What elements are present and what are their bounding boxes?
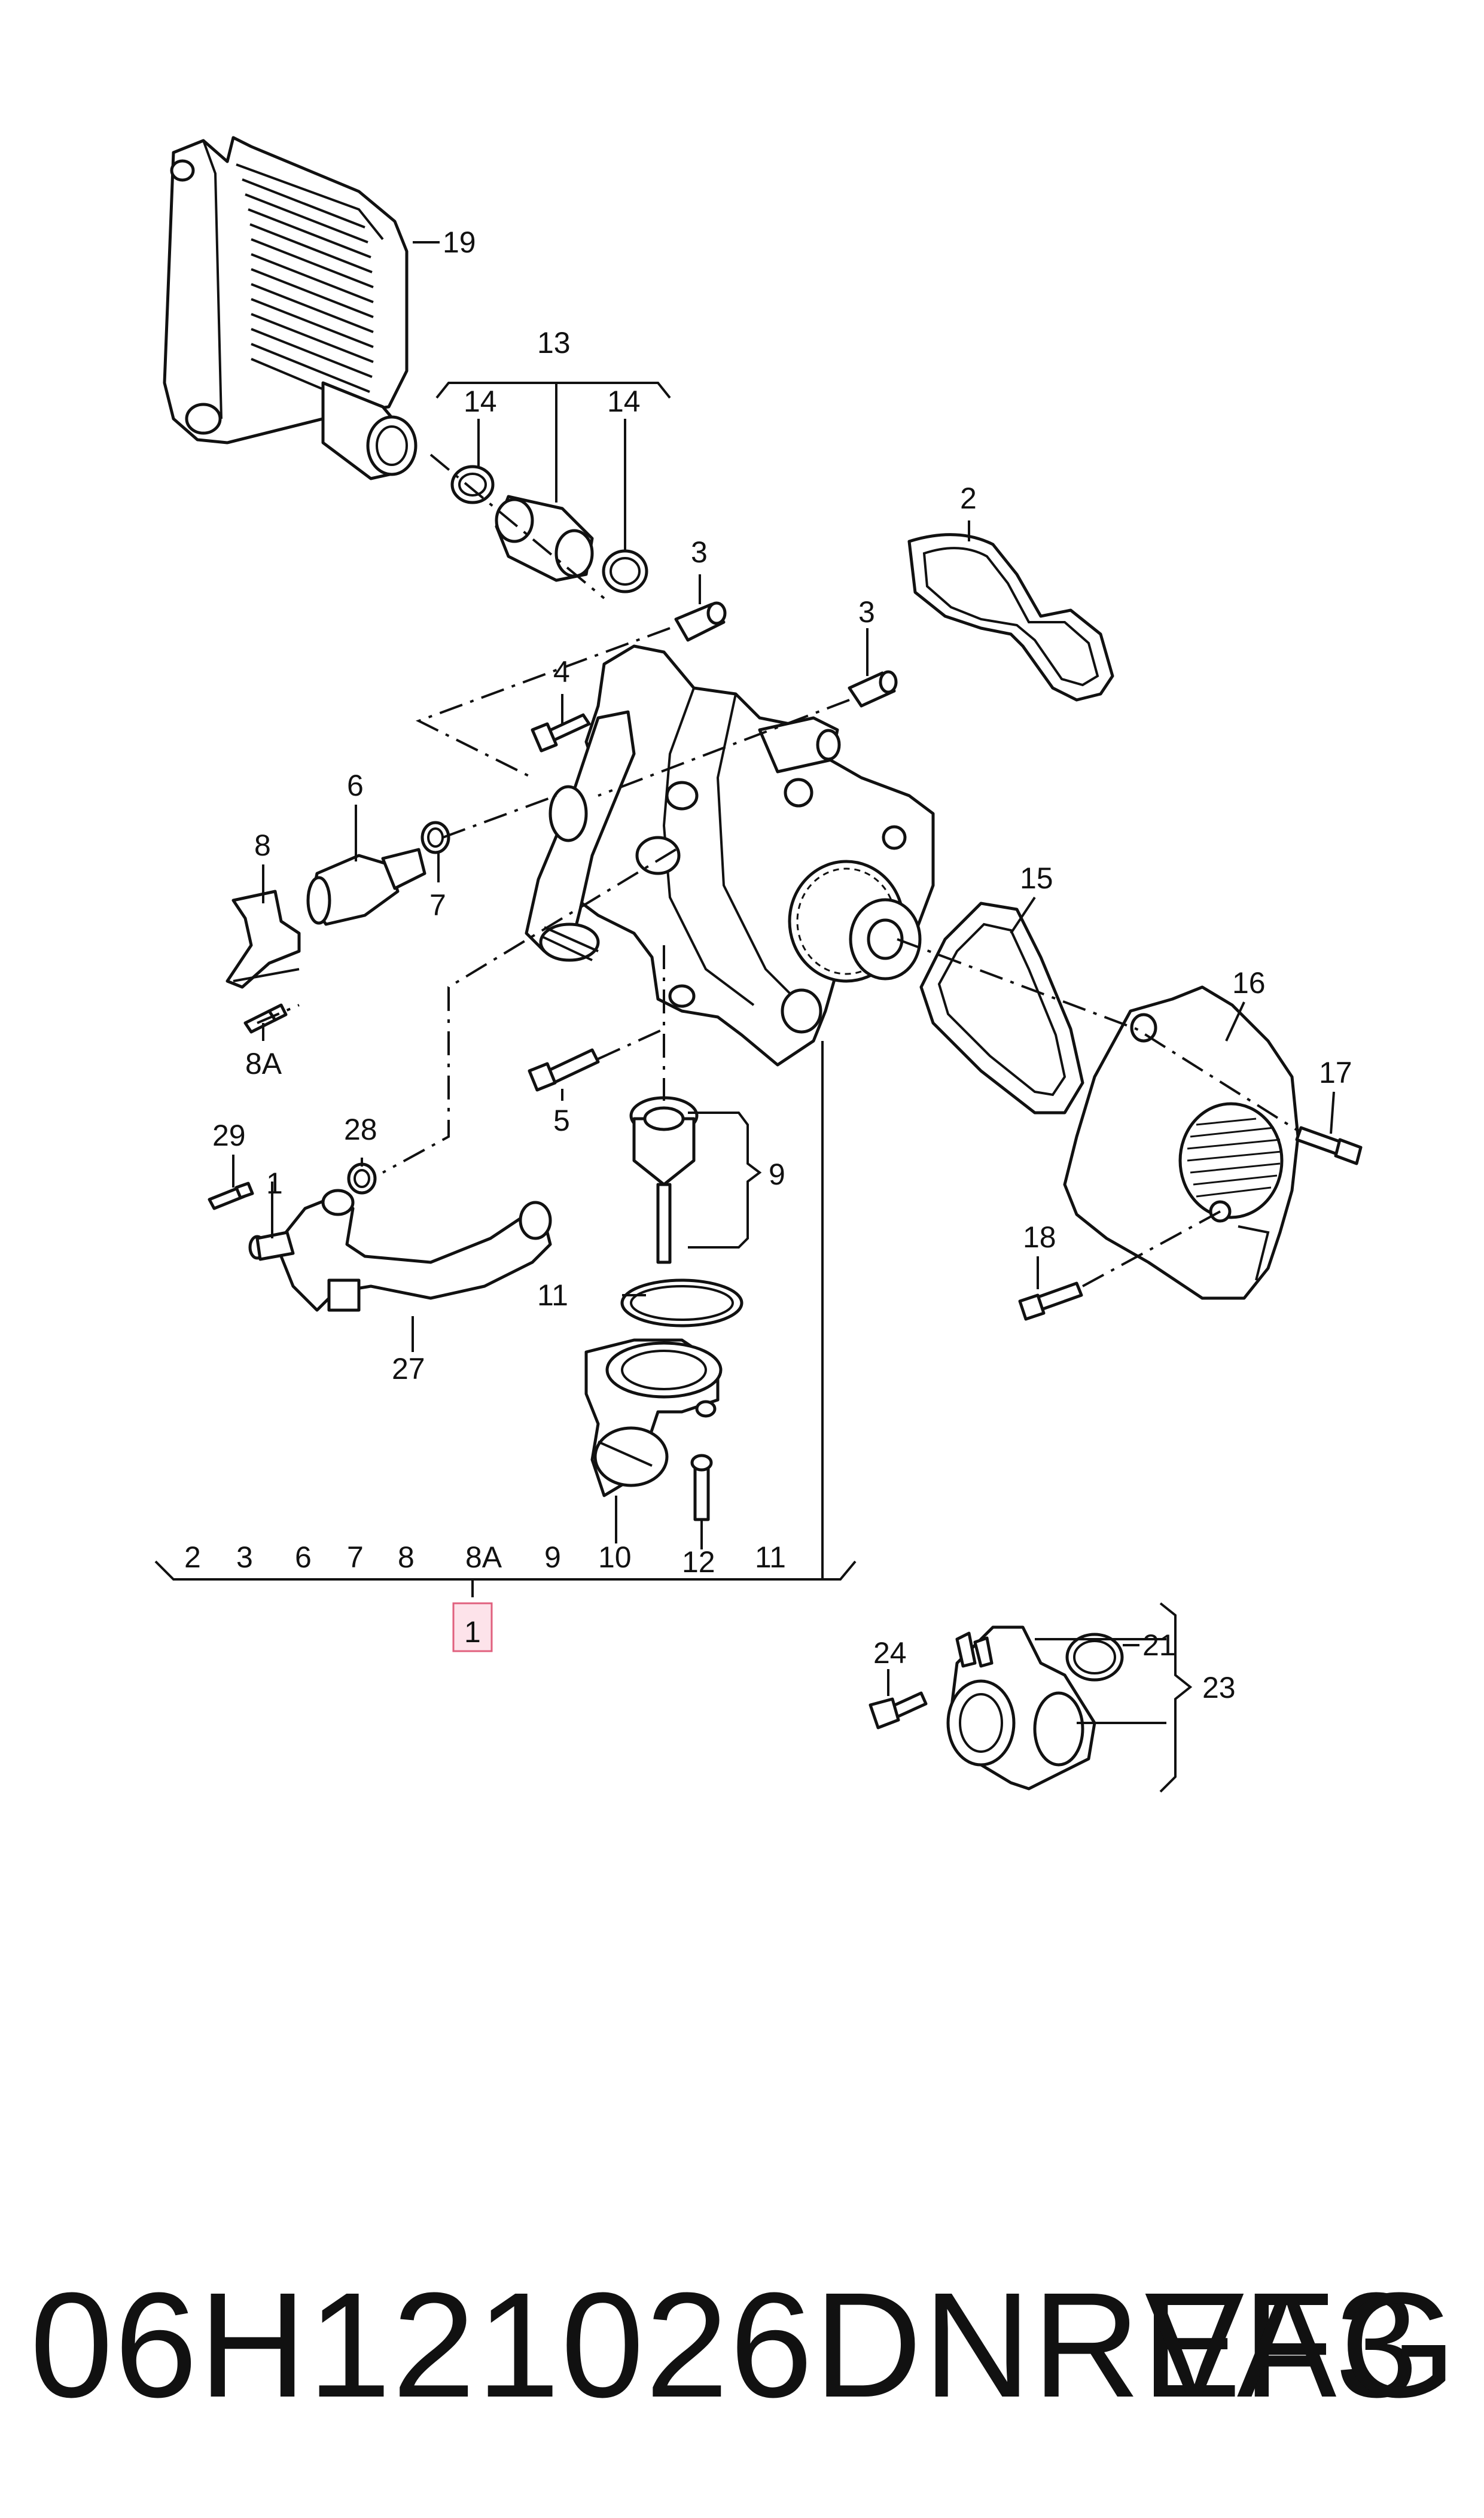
coolant-pipe [248, 1189, 552, 1312]
part-number: 06H121026DNREF3 [30, 2261, 1419, 2428]
bolt-18 [1018, 1281, 1083, 1321]
callout-2: 2 [960, 482, 977, 515]
callout-24: 24 [873, 1636, 907, 1670]
callout-15: 15 [1020, 861, 1053, 895]
callout-29: 29 [212, 1119, 246, 1152]
assembly-item: 8A [465, 1540, 502, 1574]
gasket [907, 533, 1114, 702]
water-pump-housing [525, 644, 935, 1067]
bolt-24 [869, 1691, 928, 1730]
thermostat-cover [584, 1338, 723, 1497]
brand-name: VAG [1144, 2261, 1460, 2428]
footer: 06H121026DNREF3 VAG [0, 2255, 1484, 2435]
assembly-label: 1 [464, 1615, 481, 1649]
assembly-item: 10 [598, 1540, 632, 1574]
o-ring [620, 1278, 743, 1327]
callout-27: 27 [392, 1352, 425, 1386]
callout-14-left: 14 [464, 385, 497, 418]
bolt-4 [531, 713, 591, 753]
assembly-item: 3 [236, 1540, 253, 1574]
coolant-flange [946, 1625, 1096, 1791]
callout-13: 13 [537, 326, 571, 360]
bolt-29 [208, 1182, 254, 1210]
callout-6: 6 [347, 769, 364, 802]
callout-16: 16 [1232, 966, 1266, 1000]
exploded-parts-diagram: 19 13 14 14 2 3 3 4 6 7 8 8A 5 9 11 15 1… [154, 136, 1363, 1793]
callout-21: 21 [1142, 1628, 1176, 1662]
oil-cooler [163, 136, 418, 480]
connector-pipe [450, 465, 648, 593]
callout-7: 7 [429, 888, 446, 922]
thermostat [629, 1096, 699, 1264]
coolant-temperature-sender [306, 821, 450, 926]
assembly-item: 9 [544, 1540, 561, 1574]
assembly-item: 6 [295, 1540, 312, 1574]
belt-cover [1063, 985, 1300, 1300]
callout-17: 17 [1319, 1056, 1352, 1089]
assembly-item: 2 [184, 1540, 201, 1574]
callout-8a: 8A [245, 1047, 282, 1080]
bolt-17 [1295, 1126, 1363, 1165]
callout-23: 23 [1202, 1671, 1236, 1704]
toothed-belt [919, 902, 1084, 1115]
assembly-item: 12 [682, 1545, 715, 1579]
callout-11: 11 [537, 1278, 568, 1312]
callout-5: 5 [553, 1104, 570, 1137]
dowel-sleeve-right [848, 670, 898, 708]
seal-28 [347, 1162, 377, 1195]
callout-1-side: 1 [266, 1167, 283, 1200]
callout-4: 4 [553, 655, 570, 689]
assembly-lines [257, 453, 1299, 1287]
callout-18: 18 [1023, 1220, 1056, 1254]
leader-lines [154, 241, 1335, 1793]
callout-28: 28 [344, 1113, 377, 1146]
assembly-item: 8 [398, 1540, 415, 1574]
callout-3-right: 3 [858, 595, 875, 629]
callout-14-right: 14 [607, 385, 641, 418]
bolt-5 [528, 1048, 600, 1092]
callout-9: 9 [769, 1158, 785, 1191]
seal-21 [1065, 1633, 1124, 1682]
assembly-row: 2 3 6 7 8 8A 9 10 12 11 1 [184, 1540, 786, 1649]
retaining-clip [226, 890, 301, 989]
callout-3-upper: 3 [691, 535, 708, 569]
assembly-highlight-box [452, 1602, 493, 1652]
callout-labels: 19 13 14 14 2 3 3 4 6 7 8 8A 5 9 11 15 1… [212, 226, 1352, 1704]
assembly-item: 11 [755, 1540, 786, 1574]
callout-19: 19 [443, 226, 476, 259]
assembly-item: 7 [347, 1540, 364, 1574]
bolt-12 [690, 1454, 713, 1521]
callout-8: 8 [254, 829, 271, 862]
dowel-sleeve-upper [674, 601, 727, 642]
